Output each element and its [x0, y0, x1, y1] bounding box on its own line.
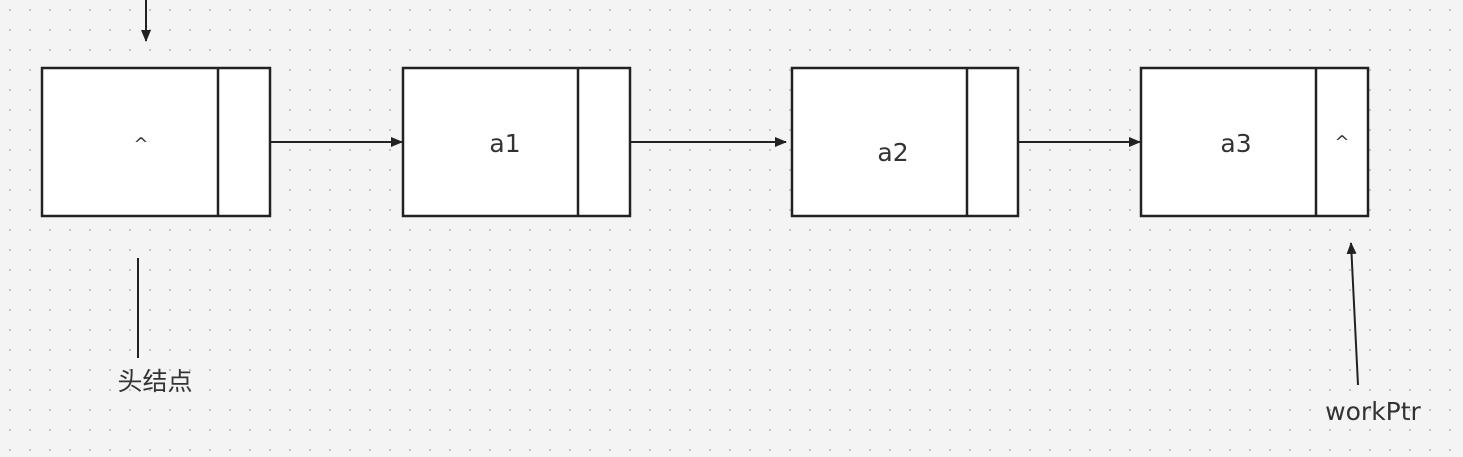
- head-node-label: 头结点: [117, 367, 192, 396]
- node-next-text: ^: [1334, 132, 1349, 153]
- node-box: [40, 66, 272, 218]
- list-node-a2: a2: [790, 66, 1020, 218]
- work-ptr-label: workPtr: [1325, 397, 1421, 426]
- node-data-text: a2: [877, 138, 908, 167]
- node-data-text: a3: [1220, 129, 1251, 158]
- node-box: [1139, 66, 1370, 218]
- list-node-a1: a1: [401, 66, 632, 218]
- node-box: [401, 66, 632, 218]
- list-node-a3: a3 ^: [1139, 66, 1370, 218]
- node-data-text: ^: [133, 134, 148, 155]
- work-ptr-arrow: [1346, 242, 1359, 386]
- node-box: [790, 66, 1020, 218]
- node-data-text: a1: [489, 129, 520, 158]
- list-node-head: ^: [40, 66, 272, 218]
